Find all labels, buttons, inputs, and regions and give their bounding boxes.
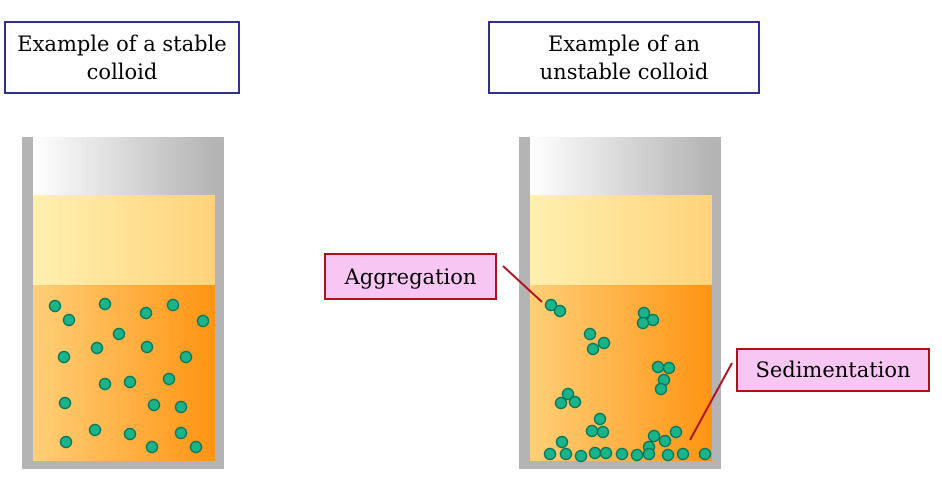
particle: [98, 297, 112, 311]
sedimentation-label: Sedimentation: [736, 348, 930, 392]
particle: [553, 304, 567, 318]
aggregation-pointer: [502, 265, 543, 303]
particle: [585, 424, 599, 438]
particle: [676, 447, 690, 461]
particle: [568, 395, 582, 409]
particle: [189, 440, 203, 454]
particle: [586, 342, 600, 356]
particle: [561, 387, 575, 401]
beaker-empty-space: [530, 137, 712, 195]
unstable-particles: [543, 298, 712, 463]
unstable-beaker: [519, 137, 721, 469]
particle: [642, 447, 656, 461]
particle: [651, 360, 665, 374]
particle: [630, 448, 644, 462]
supernatant-layer: [33, 195, 215, 285]
particle: [145, 440, 159, 454]
particle: [636, 316, 650, 330]
particle: [698, 447, 712, 461]
particle: [596, 425, 610, 439]
supernatant-layer: [530, 195, 712, 285]
particle: [123, 375, 137, 389]
particle: [544, 298, 558, 312]
aggregation-label: Aggregation: [324, 253, 497, 300]
particle: [112, 327, 126, 341]
particle: [583, 327, 597, 341]
particle: [196, 314, 210, 328]
particle: [554, 396, 568, 410]
particle: [147, 398, 161, 412]
particle: [62, 313, 76, 327]
particle: [59, 435, 73, 449]
particle: [162, 372, 176, 386]
particle: [574, 449, 588, 463]
particle: [654, 382, 668, 396]
particle: [48, 299, 62, 313]
particle: [174, 426, 188, 440]
particle: [90, 341, 104, 355]
particle: [58, 396, 72, 410]
stable-colloid-title: Example of a stable colloid: [4, 21, 240, 94]
particle: [57, 350, 71, 364]
stable-beaker: [22, 137, 224, 469]
particle: [669, 425, 683, 439]
particle: [555, 435, 569, 449]
particle: [588, 446, 602, 460]
particle: [559, 447, 573, 461]
particle: [615, 447, 629, 461]
particle: [174, 400, 188, 414]
particle: [140, 340, 154, 354]
beaker-empty-space: [33, 137, 215, 195]
particle: [139, 306, 153, 320]
particle: [593, 412, 607, 426]
particle: [179, 350, 193, 364]
particle: [123, 427, 137, 441]
sedimentation-pointer: [689, 362, 733, 441]
particle: [543, 447, 557, 461]
particle: [88, 423, 102, 437]
particle: [658, 434, 672, 448]
stable-particles: [48, 297, 210, 454]
particle: [597, 336, 611, 350]
particle: [647, 429, 661, 443]
particle: [599, 446, 613, 460]
particle: [98, 377, 112, 391]
particle: [661, 448, 675, 462]
particle: [662, 361, 676, 375]
particle: [166, 298, 180, 312]
unstable-colloid-title: Example of an unstable colloid: [488, 21, 760, 94]
